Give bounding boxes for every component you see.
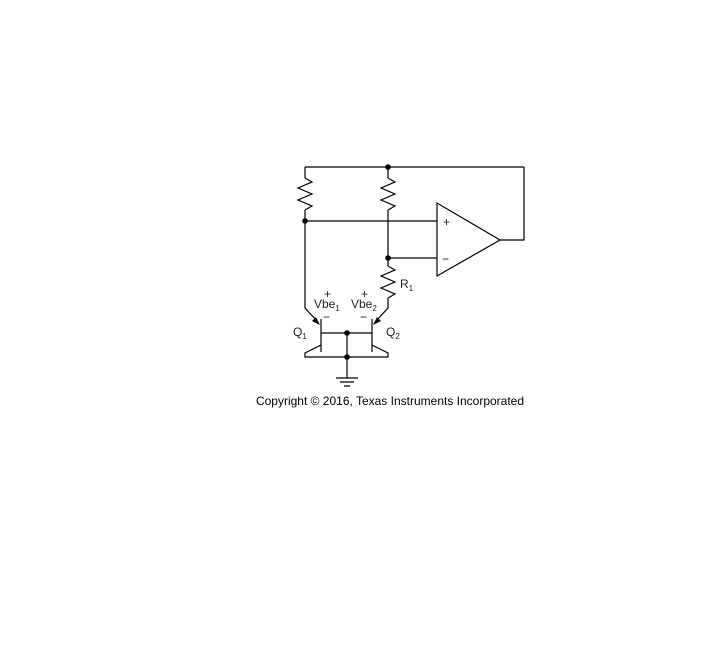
left-column-wire	[304, 221, 318, 322]
feedback-wire	[500, 167, 525, 241]
vbe1-label: Vbe1	[314, 297, 340, 313]
r1-label: R1	[400, 277, 414, 293]
vbe1-plus: +	[324, 287, 331, 301]
middle-resistor	[379, 177, 397, 211]
collector-junction-dot	[344, 354, 350, 360]
opamp-plus-sign: +	[443, 215, 450, 229]
left-resistor	[296, 177, 314, 211]
r1-lead-bottom	[375, 298, 389, 322]
ground-symbol	[336, 377, 358, 387]
opamp-triangle	[436, 201, 502, 278]
opamp-minus-sign: −	[442, 252, 449, 266]
vbe2-label: Vbe2	[351, 297, 377, 313]
q1-label: Q1	[293, 325, 307, 341]
copyright-text: Copyright © 2016, Texas Instruments Inco…	[256, 394, 524, 408]
vbe1-minus: −	[323, 310, 330, 324]
q2-collector	[347, 344, 389, 358]
vbe2-minus: −	[360, 310, 367, 324]
q1-emitter-arrow	[312, 317, 320, 325]
vbe2-plus: +	[361, 287, 368, 301]
q1-collector	[304, 344, 347, 358]
q2-emitter-arrow	[373, 317, 381, 325]
q2-label: Q2	[386, 325, 400, 341]
r1-resistor	[379, 265, 397, 299]
